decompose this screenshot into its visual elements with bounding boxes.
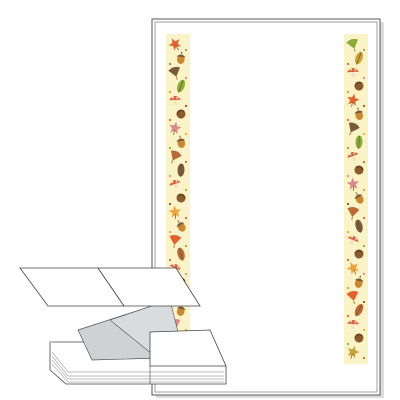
decor-dot	[168, 90, 172, 94]
decor-dot	[168, 146, 172, 150]
mushroom-icon	[347, 151, 359, 162]
decor-dot	[168, 202, 172, 206]
decor-dot	[184, 132, 188, 136]
decor-dot	[184, 188, 188, 192]
acorn-icon	[176, 220, 186, 232]
decor-dot	[184, 104, 188, 108]
decor-dot	[362, 104, 366, 108]
chestnut-icon	[176, 193, 186, 203]
chestnut-icon	[354, 333, 364, 343]
decor-dot	[346, 258, 350, 262]
decor-dot	[362, 48, 366, 52]
ginkgo-leaf-icon	[348, 122, 360, 136]
decor-dot	[346, 90, 350, 94]
decor-dot	[184, 76, 188, 80]
chestnut-icon	[354, 249, 364, 259]
decor-dot	[168, 258, 172, 262]
stack-top-label	[149, 329, 227, 367]
decor-dot	[168, 118, 172, 122]
oak-leaf-icon	[355, 219, 363, 233]
decor-dot	[346, 146, 350, 150]
oak-leaf-icon	[177, 247, 185, 261]
mushroom-icon	[169, 179, 181, 190]
right-decor-strip	[344, 34, 368, 364]
maple-leaf-icon	[168, 38, 181, 51]
decor-dot	[362, 132, 366, 136]
oak-leaf-icon	[177, 163, 185, 178]
oak-leaf-icon	[354, 51, 364, 65]
chestnut-icon	[176, 109, 186, 119]
right-strip-motifs	[346, 38, 366, 360]
fanfold-label-stack	[19, 267, 227, 385]
decor-dot	[184, 216, 188, 220]
decor-dot	[346, 342, 350, 346]
chestnut-icon	[354, 165, 364, 175]
ginkgo-leaf-icon	[346, 290, 359, 304]
sheet-inner-border	[154, 21, 378, 393]
decor-dot	[168, 230, 172, 234]
decor-dot	[362, 188, 366, 192]
acorn-icon	[354, 107, 364, 120]
decor-dot	[184, 48, 188, 52]
decor-dot	[362, 76, 366, 80]
decor-dot	[362, 272, 366, 276]
maple-leaf-icon	[347, 345, 360, 359]
decor-dot	[362, 328, 366, 332]
ginkgo-leaf-icon	[169, 234, 182, 248]
oak-leaf-icon	[354, 303, 364, 317]
maple-leaf-icon	[346, 262, 359, 275]
decor-dot	[346, 62, 350, 66]
acorn-icon	[354, 275, 364, 288]
decor-dot	[346, 286, 350, 290]
decor-dot	[362, 160, 366, 164]
unfolded-label-right	[97, 267, 201, 307]
decor-dot	[184, 244, 188, 248]
oak-leaf-icon	[355, 135, 363, 150]
mushroom-icon	[347, 235, 359, 246]
decor-dot	[184, 160, 188, 164]
decor-dot	[184, 272, 188, 276]
ginkgo-leaf-icon	[168, 66, 180, 80]
decor-dot	[168, 62, 172, 66]
decor-dot	[362, 216, 366, 220]
ginkgo-leaf-icon	[347, 206, 360, 220]
mushroom-icon	[347, 68, 359, 78]
acorn-icon	[176, 51, 186, 64]
acorn-icon	[354, 192, 364, 204]
decor-dot	[362, 244, 366, 248]
decor-dot	[346, 314, 350, 318]
decor-dot	[346, 118, 350, 122]
mushroom-icon	[347, 320, 359, 330]
decor-dot	[346, 230, 350, 234]
maple-leaf-icon	[347, 93, 360, 107]
decor-dot	[362, 300, 366, 304]
mushroom-icon	[169, 96, 181, 106]
decor-dot	[362, 356, 366, 360]
chestnut-icon	[354, 81, 364, 91]
acorn-icon	[176, 135, 186, 148]
decor-dot	[346, 202, 350, 206]
ginkgo-leaf-icon	[346, 38, 358, 52]
oak-leaf-icon	[176, 79, 186, 93]
maple-leaf-icon	[169, 121, 182, 135]
ginkgo-leaf-icon	[170, 150, 182, 164]
decor-dot	[168, 174, 172, 178]
maple-leaf-icon	[346, 177, 359, 192]
maple-leaf-icon	[168, 205, 181, 220]
decor-dot	[346, 174, 350, 178]
